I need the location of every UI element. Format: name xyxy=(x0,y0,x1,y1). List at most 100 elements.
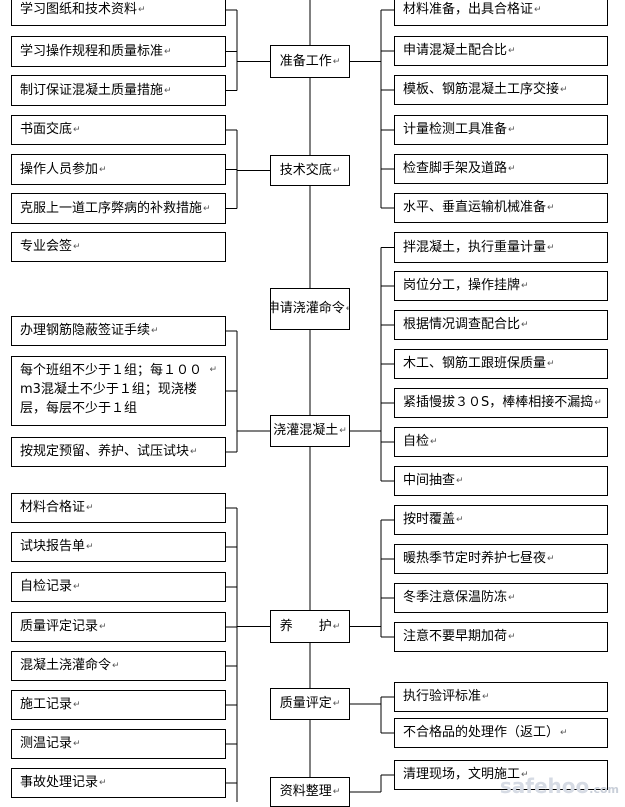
paragraph-mark: ↵ xyxy=(99,622,107,632)
left-box-label: 混凝土浇灌命令 xyxy=(20,658,112,673)
center-box: 养 护↵ xyxy=(270,610,350,643)
right-box-label: 清理现场，文明施工 xyxy=(403,767,521,782)
paragraph-mark: ↵ xyxy=(73,242,81,252)
right-box: 水平、垂直运输机械准备↵ xyxy=(394,193,608,223)
right-box: 检查脚手架及道路↵ xyxy=(394,154,608,184)
left-box-label: 制订保证混凝土质量措施 xyxy=(20,82,164,98)
paragraph-mark: ↵ xyxy=(521,770,529,780)
left-box-label: 施工记录 xyxy=(20,697,73,712)
paragraph-mark: ↵ xyxy=(86,542,94,552)
paragraph-mark: ↵ xyxy=(332,165,341,176)
right-box: 暖热季节定时养护七昼夜↵ xyxy=(394,544,608,574)
left-box-label: 克服上一道工序弊病的补救措施 xyxy=(20,200,203,216)
left-box-label: 书面交底 xyxy=(20,122,73,137)
right-box: 按时覆盖↵ xyxy=(394,505,608,535)
paragraph-mark: ↵ xyxy=(164,85,172,96)
center-box: 申请浇灌命令↵ xyxy=(270,288,350,330)
left-box-label: 学习图纸和技术资料 xyxy=(20,2,138,17)
right-box: 拌混凝土，执行重量计量↵ xyxy=(394,232,608,263)
center-box: 浇灌混凝土↵ xyxy=(270,415,350,447)
left-box: 事故处理记录↵ xyxy=(11,768,226,798)
paragraph-mark: ↵ xyxy=(203,203,211,214)
left-box: 施工记录↵ xyxy=(11,690,226,720)
center-box: 技术交底↵ xyxy=(270,155,350,186)
right-box-label: 水平、垂直运输机械准备 xyxy=(403,200,547,215)
paragraph-mark: ↵ xyxy=(332,699,341,709)
paragraph-mark: ↵ xyxy=(508,632,516,642)
left-box-label: 质量评定记录 xyxy=(20,619,99,634)
paragraph-mark: ↵ xyxy=(73,700,81,710)
watermark-logo: safehoo.com xyxy=(500,774,619,798)
paragraph-mark: ↵ xyxy=(560,85,568,95)
right-box-label: 暖热季节定时养护七昼夜 xyxy=(403,551,547,566)
right-box: 模板、钢筋混凝土工序交接↵ xyxy=(394,75,608,105)
paragraph-mark: ↵ xyxy=(560,728,568,738)
left-box: 学习操作规程和质量标准↵ xyxy=(11,36,226,67)
left-box: 专业会签↵ xyxy=(11,232,226,262)
center-box-label: 准备工作 xyxy=(279,53,332,69)
right-box-label: 模板、钢筋混凝土工序交接 xyxy=(403,82,560,97)
right-box-label: 中间抽查 xyxy=(403,473,456,488)
center-box: 质量评定↵ xyxy=(270,688,350,720)
left-box: 混凝土浇灌命令↵ xyxy=(11,651,226,681)
right-box-label: 岗位分工，操作挂牌 xyxy=(403,278,521,293)
paragraph-mark: ↵ xyxy=(508,125,516,135)
right-box-label: 计量检测工具准备 xyxy=(403,122,508,137)
paragraph-mark: ↵ xyxy=(138,5,146,15)
left-box: 操作人员参加↵ xyxy=(11,154,226,185)
right-box: 木工、钢筋工跟班保质量↵ xyxy=(394,349,608,379)
paragraph-mark: ↵ xyxy=(73,125,81,135)
left-box: 自检记录↵ xyxy=(11,572,226,602)
right-box: 注意不要早期加荷↵ xyxy=(394,622,608,652)
left-box-label: 专业会签 xyxy=(20,239,73,254)
right-box: 不合格品的处理作（返工）↵ xyxy=(394,718,608,748)
paragraph-mark: ↵ xyxy=(534,5,542,15)
paragraph-mark: ↵ xyxy=(332,787,341,797)
paragraph-mark: ↵ xyxy=(99,778,107,788)
watermark-suffix: .com xyxy=(589,783,619,796)
left-box: 测温记录↵ xyxy=(11,729,226,759)
left-box-label: 自检记录 xyxy=(20,579,73,594)
left-box: 办理钢筋隐蔽签证手续↵ xyxy=(11,316,226,346)
right-box-label: 根据情况调查配合比 xyxy=(403,317,521,332)
paragraph-mark: ↵ xyxy=(339,426,347,436)
left-box: 质量评定记录↵ xyxy=(11,612,226,642)
left-box: 克服上一道工序弊病的补救措施↵ xyxy=(11,193,226,224)
paragraph-mark: ↵ xyxy=(86,503,94,513)
center-box-label: 资料整理 xyxy=(279,784,332,799)
left-box-label: 事故处理记录 xyxy=(20,775,99,790)
paragraph-mark: ↵ xyxy=(151,326,159,336)
left-box: 书面交底↵ xyxy=(11,115,226,145)
right-box: 申请混凝土配合比↵ xyxy=(394,36,608,66)
paragraph-mark: ↵ xyxy=(99,164,107,175)
center-box-label: 申请浇灌命令 xyxy=(270,301,345,316)
left-box: 材料合格证↵ xyxy=(11,493,226,523)
right-box: 冬季注意保温防冻↵ xyxy=(394,583,608,613)
paragraph-mark: ↵ xyxy=(508,164,516,174)
center-box-label: 浇灌混凝土 xyxy=(273,423,339,438)
paragraph-mark: ↵ xyxy=(547,203,555,213)
center-box-label: 质量评定 xyxy=(279,696,332,711)
right-box: 紧插慢拔３０S，棒棒相接不漏捣↵ xyxy=(394,388,608,418)
center-box: 准备工作↵ xyxy=(270,45,350,78)
paragraph-mark: ↵ xyxy=(547,242,555,253)
paragraph-mark: ↵ xyxy=(332,56,341,67)
right-box: 自检↵ xyxy=(394,427,608,457)
right-box-label: 按时覆盖 xyxy=(403,512,456,527)
right-box-label: 不合格品的处理作（返工） xyxy=(403,725,560,740)
right-box: 根据情况调查配合比↵ xyxy=(394,310,608,340)
left-box-label: 操作人员参加 xyxy=(20,161,99,177)
paragraph-mark: ↵ xyxy=(430,437,438,447)
paragraph-mark: ↵ xyxy=(112,661,120,671)
paragraph-mark: ↵ xyxy=(456,476,464,486)
right-box-label: 拌混凝土，执行重量计量 xyxy=(403,239,547,255)
paragraph-mark: ↵ xyxy=(209,365,217,375)
center-box-label: 技术交底 xyxy=(279,162,332,178)
paragraph-mark: ↵ xyxy=(521,281,529,291)
left-box-label: 测温记录 xyxy=(20,736,73,751)
left-box: 每个班组不少于１组；每１００m3混凝土不少于１组；现浇楼层，每层不少于１组↵ xyxy=(11,356,226,426)
paragraph-mark: ↵ xyxy=(482,692,490,702)
right-box: 岗位分工，操作挂牌↵ xyxy=(394,271,608,301)
paragraph-mark: ↵ xyxy=(73,582,81,592)
right-box-label: 材料准备，出具合格证 xyxy=(403,2,534,17)
